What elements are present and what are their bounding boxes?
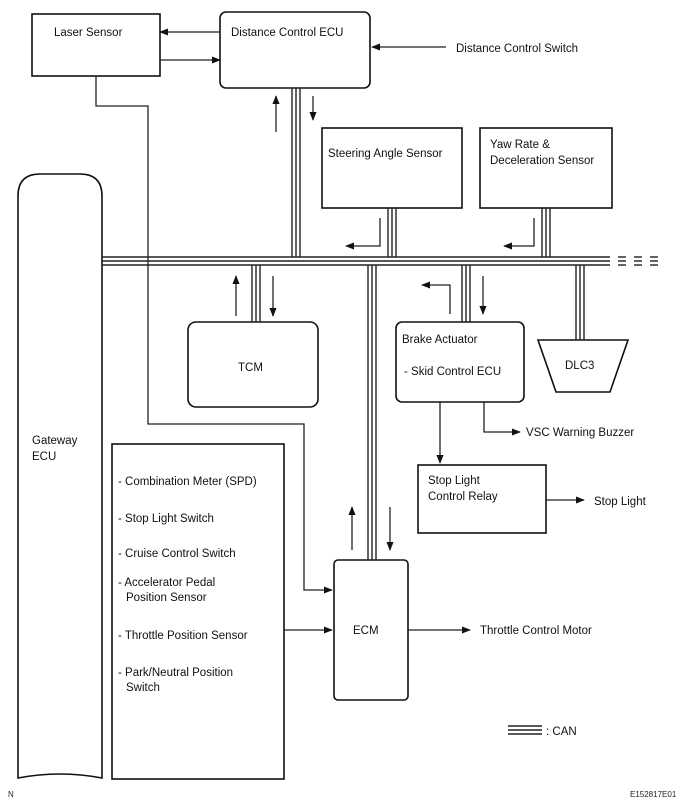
arrow-brake-to-buzzer	[483, 402, 521, 436]
arrow-steering-to-bus	[345, 218, 381, 250]
distance-control-ecu-box	[219, 11, 371, 89]
distance-control-switch-label: Distance Control Switch	[456, 43, 578, 55]
stop-light-relay-label-line1: Stop Light	[428, 475, 481, 487]
dlc3-connector	[536, 339, 630, 393]
can-drop-tcm	[251, 265, 261, 322]
figure-id-label: E152817E01	[630, 790, 677, 799]
input-list-item: - Park/Neutral Position	[118, 667, 233, 679]
distance-control-ecu-label: Distance Control ECU	[231, 27, 343, 39]
wire-laser-to-ecm	[95, 76, 333, 594]
gateway-ecu-label-line2: ECU	[32, 451, 56, 463]
can-drop-steering	[387, 208, 397, 257]
can-legend-symbol	[508, 725, 542, 735]
input-list-item: - Throttle Position Sensor	[118, 630, 248, 642]
steering-angle-sensor-box	[321, 127, 463, 209]
brake-actuator-label: Brake Actuator	[402, 334, 478, 346]
tcm-box	[187, 321, 319, 408]
yaw-rate-label-line2: Deceleration Sensor	[490, 155, 594, 167]
tcm-label: TCM	[238, 362, 263, 374]
can-legend-label: : CAN	[546, 726, 577, 738]
input-list-item: - Accelerator Pedal	[118, 577, 215, 589]
yaw-rate-sensor-box	[479, 127, 613, 209]
corner-mark-left: N	[8, 790, 14, 799]
stop-light-relay-label-line2: Control Relay	[428, 491, 498, 503]
can-drop-yaw	[541, 208, 551, 257]
can-drop-dlc3	[575, 265, 585, 340]
skid-control-ecu-label: - Skid Control ECU	[404, 366, 501, 378]
laser-sensor-label: Laser Sensor	[54, 27, 123, 39]
dlc3-label: DLC3	[565, 360, 594, 372]
steering-angle-sensor-label: Steering Angle Sensor	[328, 148, 443, 160]
input-list-box	[111, 443, 285, 780]
gateway-ecu-label-line1: Gateway	[32, 435, 78, 447]
can-drop-brake	[461, 265, 471, 322]
input-list-item: - Stop Light Switch	[118, 513, 214, 525]
throttle-control-motor-label: Throttle Control Motor	[480, 625, 592, 637]
stop-light-label: Stop Light	[594, 496, 647, 508]
yaw-rate-label-line1: Yaw Rate &	[490, 139, 550, 151]
gateway-ecu-box	[17, 173, 103, 779]
input-list-item: Position Sensor	[126, 592, 207, 604]
arrow-brake-to-bus	[421, 281, 451, 314]
ecm-label: ECM	[353, 625, 379, 637]
arrow-yaw-to-bus	[503, 218, 535, 250]
can-drop-distance-ecu	[291, 88, 301, 257]
brake-actuator-box	[395, 321, 525, 403]
input-list-item: - Cruise Control Switch	[118, 548, 236, 560]
laser-sensor-box	[31, 13, 161, 77]
can-drop-ecm	[367, 265, 377, 560]
vsc-warning-buzzer-label: VSC Warning Buzzer	[526, 427, 634, 439]
input-list-item: Switch	[126, 682, 160, 694]
input-list-item: - Combination Meter (SPD)	[118, 476, 257, 488]
stop-light-relay-box	[417, 464, 547, 534]
can-bus-main	[102, 256, 658, 266]
